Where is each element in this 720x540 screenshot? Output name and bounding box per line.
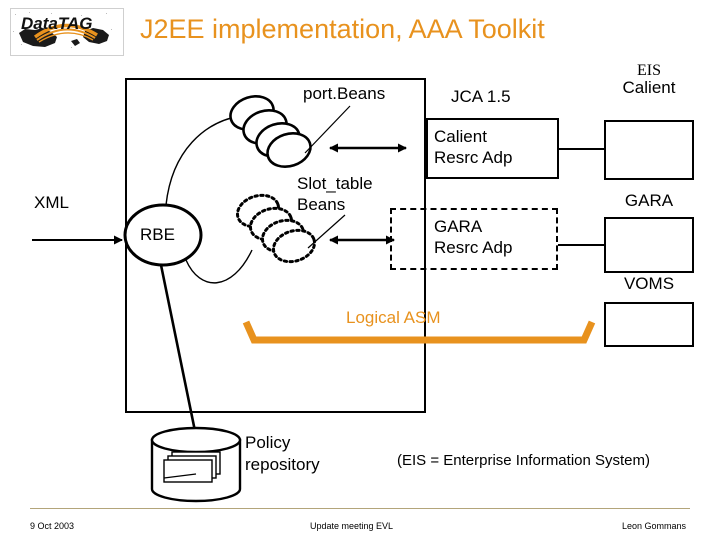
endpoint-box-voms (604, 302, 694, 347)
gara-adapter-line2: Resrc Adp (434, 238, 513, 257)
endpoint-box-gara (604, 217, 694, 273)
footer-meeting: Update meeting EVL (310, 521, 394, 531)
footer-author: Leon Gommans (622, 521, 687, 531)
calient-adapter-line1: Calient (434, 127, 487, 146)
label-eis-note: (EIS = Enterprise Information System) (397, 452, 651, 469)
label-rbe: RBE (140, 225, 175, 244)
policy-repository-icon (150, 426, 242, 503)
footer-date: 9 Oct 2003 (30, 521, 75, 531)
label-slot-table-beans: Slot_table Beans (297, 174, 373, 214)
footer-divider (30, 508, 690, 509)
label-calient: Calient (622, 78, 676, 97)
gara-resource-adapter-box: GARA Resrc Adp (390, 208, 558, 270)
label-port-beans: port.Beans (303, 84, 386, 103)
calient-resource-adapter-box: Calient Resrc Adp (426, 118, 559, 179)
datatag-logo: DataTAG (10, 8, 124, 56)
label-voms: VOMS (623, 274, 675, 293)
svg-text:DataTAG: DataTAG (21, 14, 92, 33)
label-gara: GARA (624, 191, 674, 210)
gara-adapter-line1: GARA (434, 217, 483, 236)
calient-adapter-line2: Resrc Adp (434, 148, 513, 167)
label-jca: JCA 1.5 (451, 87, 511, 106)
label-xml: XML (34, 193, 69, 212)
j2ee-container-box (125, 78, 426, 413)
endpoint-box-calient (604, 120, 694, 180)
label-logical-asm: Logical ASM (346, 308, 441, 327)
label-policy-repository: Policy repository (245, 433, 320, 474)
page-title: J2EE implementation, AAA Toolkit (140, 14, 545, 44)
datatag-logo-graphic: DataTAG (11, 9, 121, 53)
label-eis: EIS (637, 62, 661, 79)
